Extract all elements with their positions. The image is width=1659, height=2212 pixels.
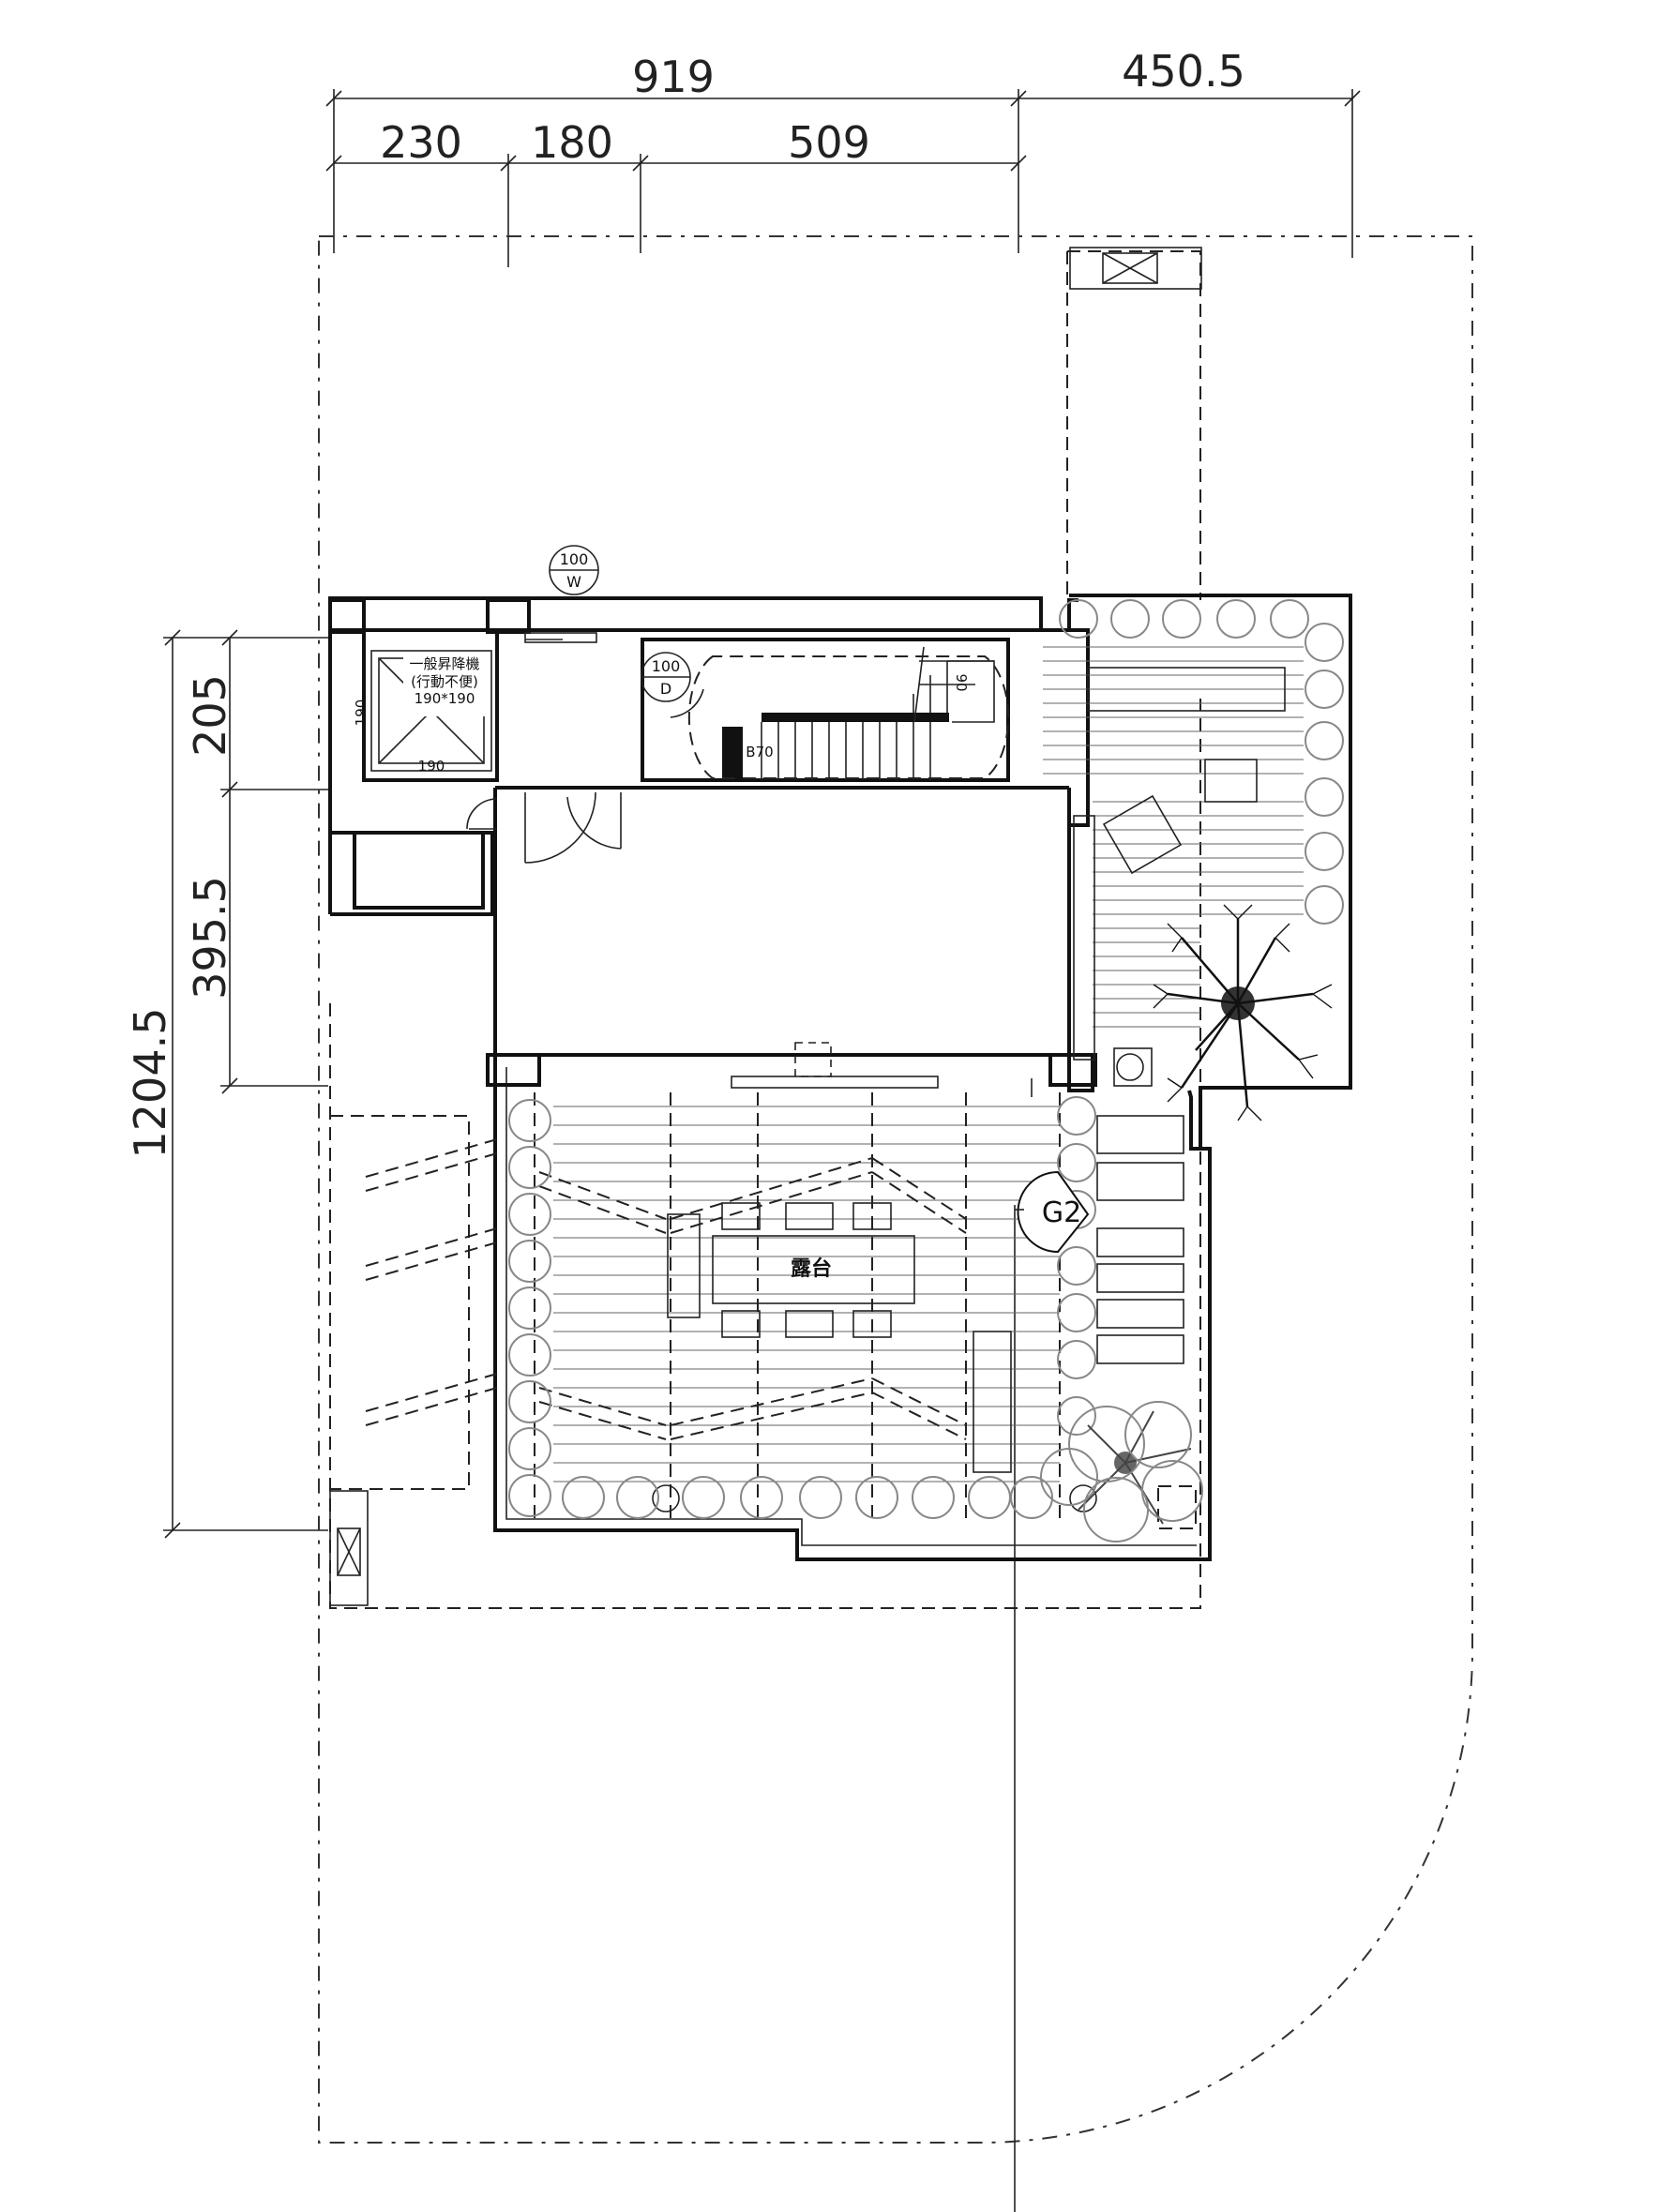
stair-dim: 90 <box>953 673 970 691</box>
side-benches <box>652 1115 1197 1529</box>
dim-top-seg-1: 230 <box>380 117 462 168</box>
dim-top-seg-3: 509 <box>788 117 870 168</box>
terrace-label: 露台 <box>791 1256 832 1281</box>
skylight-top <box>1069 247 1202 290</box>
shrub-row-bottom <box>562 1476 1053 1519</box>
main-terrace: 露台 <box>365 1092 1197 1529</box>
door-tag-letter: D <box>660 680 671 698</box>
tree-upper-right <box>1153 904 1333 1121</box>
site-boundary <box>318 235 1473 2212</box>
dim-top-seg-2: 180 <box>531 117 613 168</box>
left-dimension-chain: 205 395.5 1204.5 <box>125 629 328 1539</box>
shrub-row-left <box>508 1099 551 1517</box>
lift-dim-vertical: 190 <box>353 700 370 727</box>
doors <box>466 632 939 1089</box>
dim-top-right: 450.5 <box>1122 46 1245 97</box>
shrub-row-right <box>1057 1096 1096 1436</box>
section-marker-label: G2 <box>1042 1196 1081 1229</box>
tree-lower-right <box>1040 1401 1203 1542</box>
lift-label-line-1: 一般昇降機 <box>409 655 479 672</box>
top-dimension-chain: 919 450.5 230 180 509 <box>325 46 1361 267</box>
lift: 一般昇降機 (行動不便) 190*190 190 190 <box>353 650 492 775</box>
dining-set: 露台 <box>667 1202 915 1338</box>
door-tag: 100 D <box>641 652 691 702</box>
lift-label-line-2: (行動不便) <box>411 673 478 690</box>
stair-treads <box>761 661 948 780</box>
wall-tag-letter: W <box>566 573 581 591</box>
lift-dim-horizontal: 190 <box>418 758 445 775</box>
main-terrace-boards <box>553 1106 1060 1482</box>
wall-tag-number: 100 <box>560 550 589 568</box>
upper-terrace-boards <box>1043 646 1304 1028</box>
stair: 90 B70 <box>687 646 1010 780</box>
shaft-bottom-left <box>329 1490 369 1606</box>
section-marker-g2: G2 <box>1015 1170 1090 1254</box>
upper-terrace <box>1043 646 1304 1087</box>
dim-left-seg-1: 205 <box>185 674 235 757</box>
dim-top-total: 919 <box>632 52 715 102</box>
lift-label-size: 190*190 <box>415 690 475 707</box>
door-tag-number: 100 <box>652 657 681 675</box>
main-walls <box>328 594 1352 1561</box>
shrub-row-upper <box>1059 599 1344 925</box>
stair-mark: B70 <box>746 744 773 760</box>
wall-tag: 100 W <box>549 545 599 595</box>
dim-left-seg-2: 395.5 <box>185 876 235 1000</box>
dim-left-total: 1204.5 <box>125 1008 175 1159</box>
